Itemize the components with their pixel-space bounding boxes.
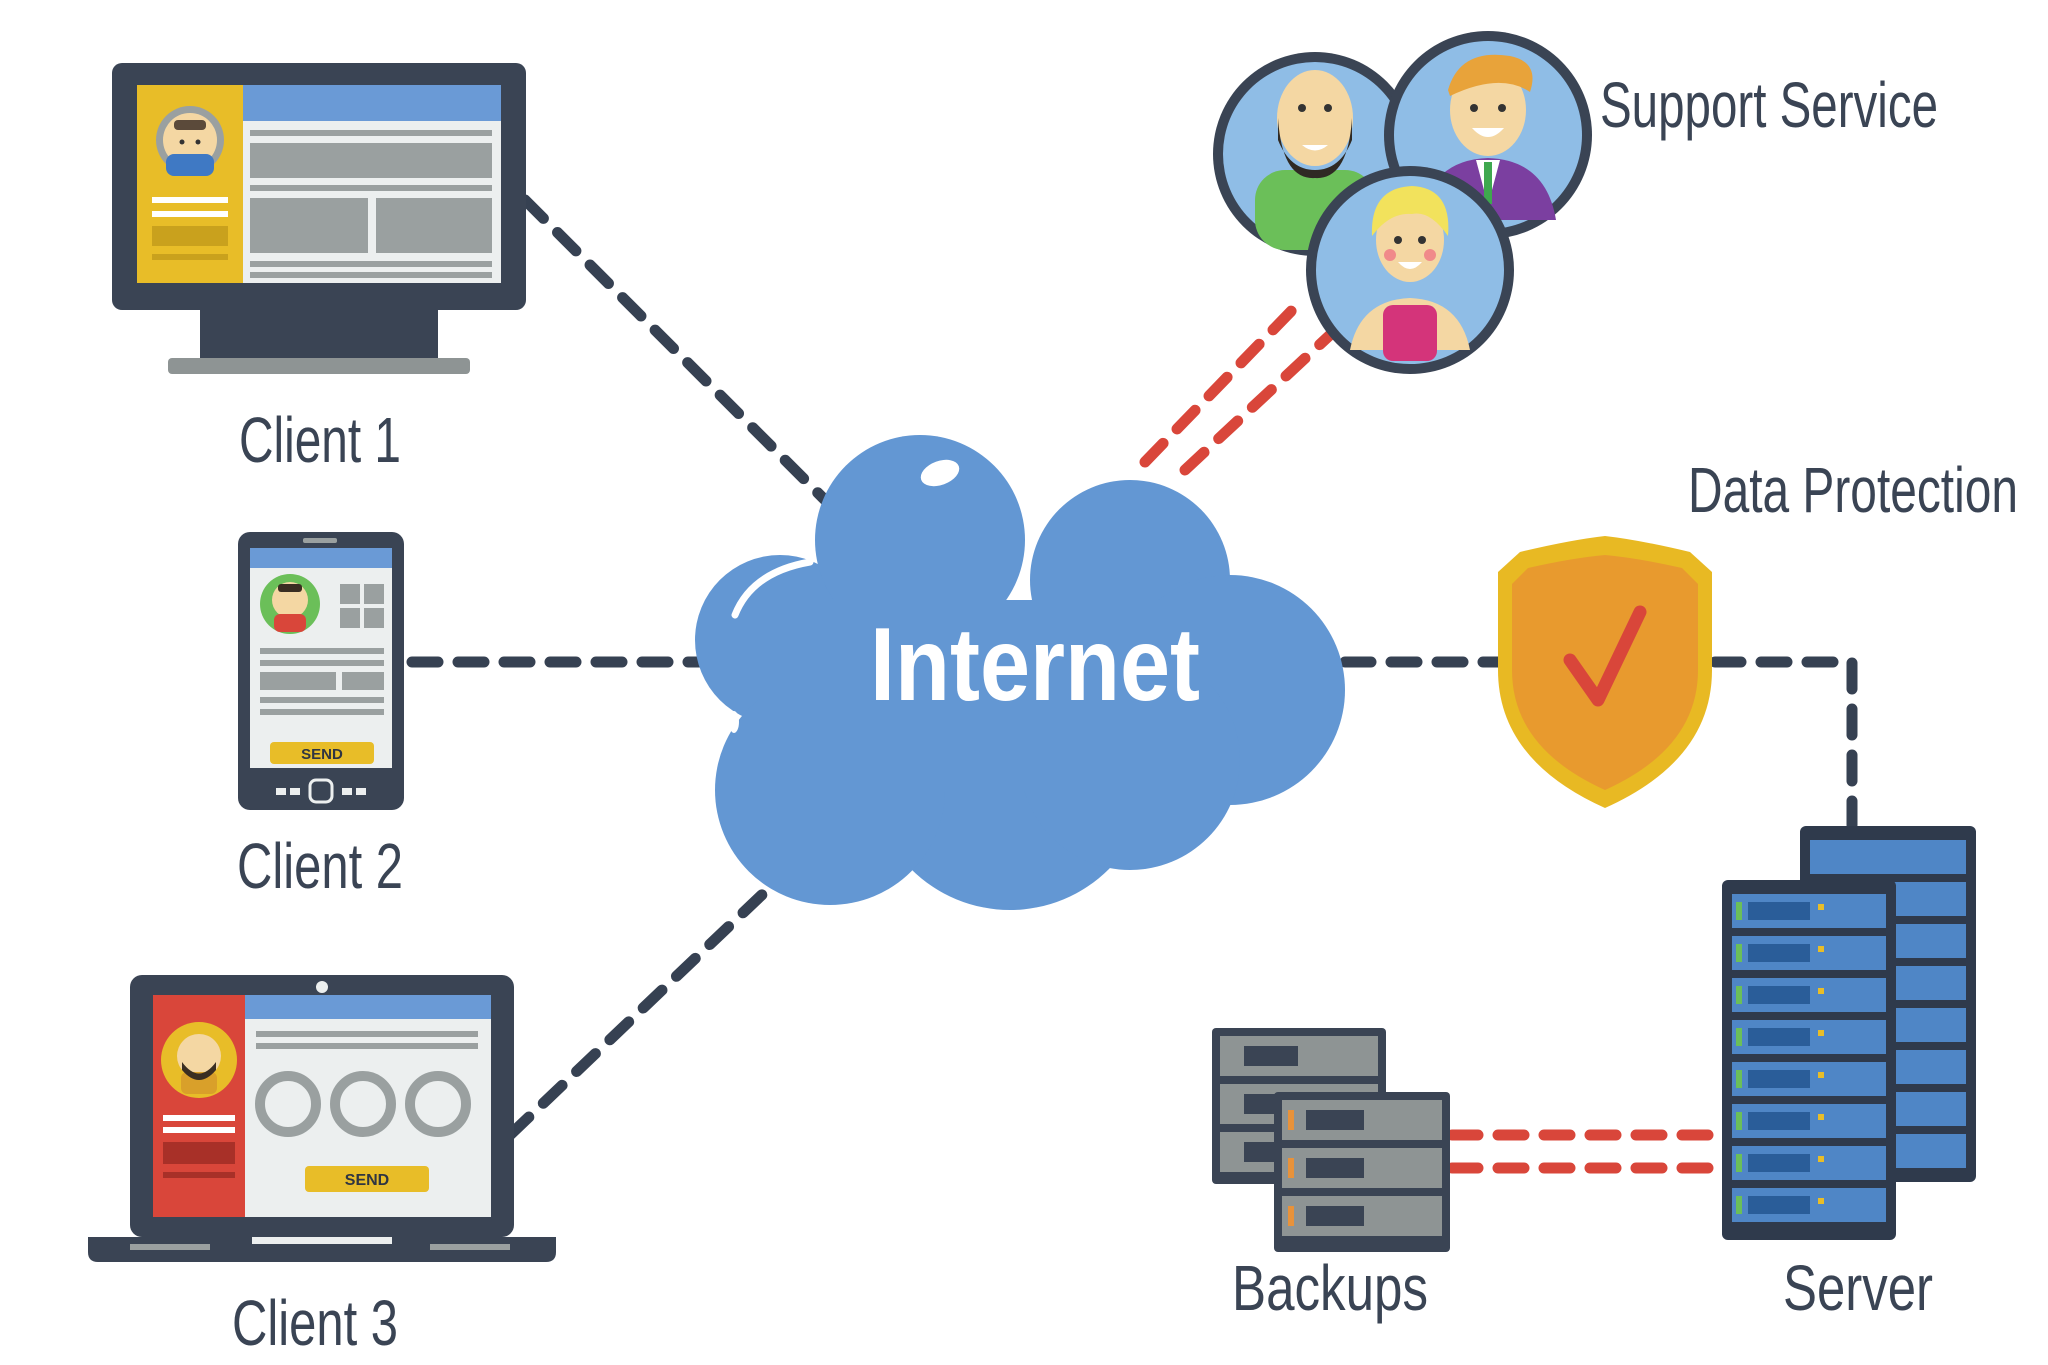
protection-label: Data Protection (1688, 454, 2018, 526)
client1-label: Client 1 (239, 404, 401, 476)
link-internet-support-a (1139, 296, 1306, 468)
client1-monitor (112, 63, 526, 374)
client2-tablet: SEND (238, 532, 404, 810)
check-icon (1563, 605, 1647, 707)
backup-servers (1212, 1028, 1450, 1252)
backups-label: Backups (1232, 1252, 1428, 1324)
internet-cloud (695, 435, 1345, 910)
internet-label: Internet (870, 607, 1200, 723)
cloud-highlights (729, 459, 960, 733)
laptop-send-button (305, 1166, 429, 1192)
connections (406, 194, 1858, 1174)
server-label: Server (1783, 1252, 1933, 1324)
link-client3-internet (504, 862, 796, 1141)
client2-label: Client 2 (237, 830, 403, 902)
tablet-send-label: SEND (301, 746, 343, 763)
support-avatars (1213, 31, 1592, 374)
client3-label: Client 3 (232, 1287, 398, 1359)
tablet-send-button (270, 742, 374, 764)
laptop-send-label: SEND (345, 1172, 389, 1189)
avatar (156, 106, 224, 176)
link-protection-server (1709, 656, 1858, 831)
link-client1-internet (519, 194, 836, 511)
link-internet-support-b (1179, 329, 1336, 476)
shield-icon (1498, 536, 1712, 808)
support-label: Support Service (1600, 69, 1938, 141)
support-person-woman (1306, 166, 1514, 374)
server-racks (1722, 826, 1976, 1240)
avatar (260, 574, 320, 634)
avatar (161, 1022, 237, 1098)
client3-laptop: SEND (88, 975, 556, 1262)
